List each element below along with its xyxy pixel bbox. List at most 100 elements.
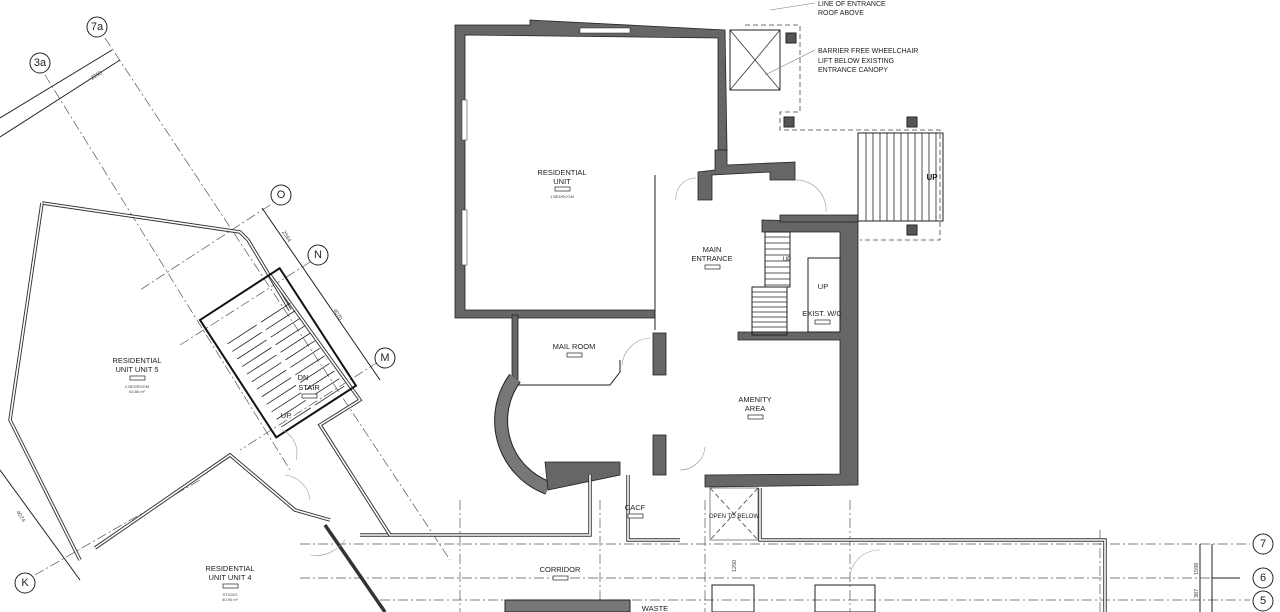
entrance-walls	[621, 175, 859, 488]
grid-bubble-7: 7	[1252, 533, 1274, 555]
stair-tread	[270, 317, 301, 338]
interior-stairs	[751, 231, 841, 336]
svg-text:AREA: AREA	[745, 404, 765, 413]
svg-text:63.86 m²: 63.86 m²	[129, 389, 145, 394]
dimension-2564: 2564	[280, 230, 292, 244]
grid-bubbles: 7a 3a O N M K 7 6 5	[14, 16, 1274, 612]
grid-bubble-6: 6	[1252, 567, 1274, 589]
svg-text:O: O	[277, 189, 286, 201]
stair-tread	[304, 370, 335, 391]
svg-text:AMENITY: AMENITY	[738, 395, 771, 404]
stair-tread	[227, 324, 258, 345]
stair-tread	[281, 407, 311, 428]
svg-text:CACF: CACF	[625, 503, 646, 512]
svg-text:2-BEDROOM: 2-BEDROOM	[125, 384, 149, 389]
svg-text:MAIL ROOM: MAIL ROOM	[553, 342, 596, 351]
wheelchair-lift	[729, 2, 941, 241]
svg-text:CORRIDOR: CORRIDOR	[540, 565, 581, 574]
svg-text:RESIDENTIAL: RESIDENTIAL	[205, 564, 254, 573]
room-label-residential-unit: RESIDENTIAL UNIT 1 BEDROOM	[537, 168, 586, 199]
stair-tread	[280, 332, 311, 353]
stair-tread	[299, 363, 330, 383]
exterior-stair-up: UP	[926, 173, 938, 182]
dimension-387: 387	[1194, 589, 1200, 598]
svg-text:LIFT BELOW EXISTING: LIFT BELOW EXISTING	[818, 58, 894, 65]
room-label-main-entrance: MAIN ENTRANCE	[691, 245, 733, 270]
room-label-exist-wc: EXIST. W/C	[802, 309, 842, 325]
svg-text:BARRIER FREE WHEELCHAIR: BARRIER FREE WHEELCHAIR	[818, 48, 918, 55]
dimension-4070: 4070	[331, 308, 343, 322]
room-label-stair: DN STAIR UP	[281, 373, 321, 420]
svg-text:LINE OF ENTRANCE: LINE OF ENTRANCE	[818, 1, 886, 8]
svg-text:M: M	[380, 352, 389, 364]
svg-text:ROOF ABOVE: ROOF ABOVE	[818, 10, 864, 17]
stair-tread	[237, 339, 267, 360]
svg-text:EXIST. W/C: EXIST. W/C	[802, 309, 842, 318]
room-label-waste: WASTE	[642, 604, 668, 612]
dimension-2250: 2250	[90, 70, 104, 82]
svg-text:RESIDENTIAL: RESIDENTIAL	[537, 168, 586, 177]
room-label-unit5: RESIDENTIAL UNIT UNIT 5 2-BEDROOM 63.86 …	[112, 356, 161, 394]
stair-tread	[285, 340, 316, 361]
stair-tread	[246, 354, 277, 375]
stair-tread	[276, 399, 307, 420]
room-label-open-below: OPEN TO BELOW	[709, 514, 759, 520]
room-label-unit4: RESIDENTIAL UNIT UNIT 4 STUDIO 40.90 m²	[205, 564, 254, 602]
dimension-1598: 1598	[1194, 563, 1200, 575]
dimension-1250: 1250	[732, 560, 738, 572]
lower-stairs	[504, 549, 881, 612]
svg-text:1 BEDROOM: 1 BEDROOM	[550, 194, 574, 199]
room-label-corridor: CORRIDOR	[540, 565, 581, 581]
dimension-4074: 4074	[14, 510, 26, 524]
stair-tread	[314, 385, 345, 406]
svg-text:K: K	[21, 577, 29, 589]
stair-tread	[256, 369, 287, 390]
residential-unit-walls	[454, 19, 796, 319]
stair-tread	[275, 325, 306, 346]
interior-stair-up-2: UP	[783, 257, 791, 263]
stair-tread	[260, 302, 291, 323]
stair-tread	[266, 384, 297, 405]
svg-text:40.90 m²: 40.90 m²	[222, 597, 238, 602]
dimension-lines: 2250 2564 4070 4074 1250 1598 387	[0, 49, 1240, 612]
room-label-amenity-area: AMENITY AREA	[738, 395, 772, 420]
unit5-walls	[8, 201, 392, 612]
grid-bubble-N: N	[307, 244, 329, 266]
grid-bubble-3a: 3a	[29, 52, 51, 74]
svg-text:ENTRANCE: ENTRANCE	[691, 254, 732, 263]
curved-bay	[360, 373, 1107, 612]
stair-tread	[241, 347, 272, 367]
svg-text:3a: 3a	[34, 57, 47, 69]
stair-tread	[232, 332, 262, 352]
grid-bubble-O: O	[270, 184, 292, 206]
svg-text:7a: 7a	[91, 21, 104, 33]
note-wheelchair-lift: BARRIER FREE WHEELCHAIR LIFT BELOW EXIST…	[818, 48, 918, 74]
room-label-cacf: CACF	[625, 503, 646, 519]
stair-tread	[271, 392, 302, 413]
grid-bubble-K: K	[14, 572, 36, 594]
stair-tread	[265, 310, 296, 331]
open-to-below	[709, 487, 759, 541]
svg-text:UNIT: UNIT	[553, 177, 571, 186]
stair-tread	[261, 377, 292, 398]
svg-text:ENTRANCE CANOPY: ENTRANCE CANOPY	[818, 67, 888, 74]
room-label-mail-room: MAIL ROOM	[553, 342, 596, 358]
svg-text:UNIT UNIT 5: UNIT UNIT 5	[115, 365, 158, 374]
stair-tread	[290, 348, 320, 368]
unit5-stair-treads	[227, 302, 345, 428]
svg-text:UP: UP	[281, 411, 291, 420]
interior-stair-up: UP	[818, 282, 828, 291]
grid-bubble-7a: 7a	[86, 16, 108, 38]
grid-bubble-M: M	[374, 347, 396, 369]
exterior-stair	[857, 132, 944, 222]
svg-text:7: 7	[1260, 538, 1266, 550]
stair-tread	[251, 362, 282, 382]
svg-text:5: 5	[1260, 595, 1266, 607]
svg-text:N: N	[314, 249, 322, 261]
svg-text:UNIT UNIT 4: UNIT UNIT 4	[208, 573, 251, 582]
svg-text:6: 6	[1260, 572, 1266, 584]
svg-text:STAIR: STAIR	[298, 383, 320, 392]
note-entrance-roof: LINE OF ENTRANCE ROOF ABOVE	[818, 1, 886, 17]
svg-text:RESIDENTIAL: RESIDENTIAL	[112, 356, 161, 365]
